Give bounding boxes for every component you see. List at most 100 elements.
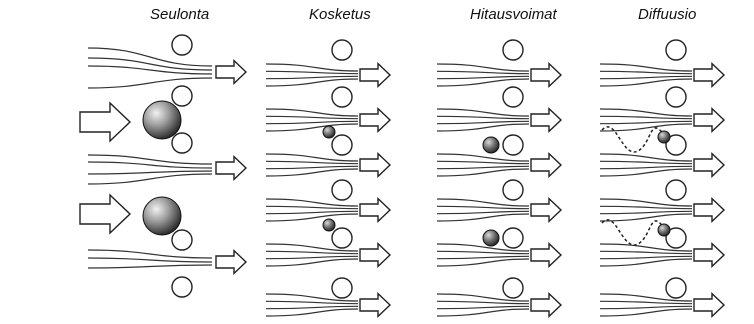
streamline (600, 206, 692, 208)
streamline (266, 79, 358, 86)
streamline (88, 258, 212, 262)
streamline (437, 206, 529, 208)
streamline (437, 64, 529, 71)
fiber-circle (666, 180, 686, 200)
fiber-circle (503, 228, 523, 248)
streamline (266, 211, 358, 213)
flow-arrow (531, 244, 561, 267)
flow-arrow (694, 154, 724, 177)
streamline (600, 301, 692, 303)
streamline (437, 166, 529, 168)
large-particle (143, 197, 181, 235)
streamline (437, 256, 529, 258)
streamline (600, 79, 692, 86)
particle (323, 126, 335, 138)
streamline (266, 259, 358, 266)
streamline (437, 259, 529, 266)
streamline (266, 121, 358, 123)
particle (323, 219, 335, 231)
fiber-circle (666, 278, 686, 298)
streamline (437, 76, 529, 78)
streamline (437, 169, 529, 176)
streamline (600, 71, 692, 73)
particle (483, 137, 499, 153)
streamline (88, 250, 212, 258)
streamline (600, 309, 692, 316)
fiber-circle (332, 180, 352, 200)
flow-arrow (216, 157, 246, 180)
streamline (266, 251, 358, 253)
flow-arrow (531, 64, 561, 87)
streamline (266, 301, 358, 303)
streamline (437, 71, 529, 73)
streamline (266, 161, 358, 163)
fiber-circle (172, 86, 192, 106)
streamline (437, 124, 529, 131)
streamline (88, 265, 212, 268)
flow-arrow (216, 251, 246, 274)
flow-arrow (531, 154, 561, 177)
streamline (266, 116, 358, 118)
diffusion-path (602, 220, 664, 245)
streamline (266, 71, 358, 73)
streamline (600, 211, 692, 213)
streamline (266, 64, 358, 71)
streamline (600, 259, 692, 266)
flow-arrow (531, 294, 561, 317)
streamline (266, 309, 358, 316)
streamline (600, 251, 692, 253)
streamline (600, 256, 692, 258)
flow-arrow (360, 199, 390, 222)
fiber-circle (172, 35, 192, 55)
streamline (88, 174, 212, 184)
streamline (266, 166, 358, 168)
large-particle-arrow (80, 103, 130, 141)
streamline (266, 214, 358, 221)
streamline (600, 109, 692, 116)
streamline (437, 161, 529, 163)
streamline (437, 214, 529, 221)
particle (658, 131, 670, 143)
flow-arrow (694, 244, 724, 267)
streamline (266, 124, 358, 131)
streamline (437, 301, 529, 303)
streamline (600, 161, 692, 163)
fiber-circle (503, 180, 523, 200)
fiber-circle (503, 278, 523, 298)
streamline (600, 166, 692, 168)
fiber-circle (503, 40, 523, 60)
flow-arrow (531, 109, 561, 132)
streamline (88, 78, 212, 88)
fiber-circle (503, 135, 523, 155)
fiber-circle (332, 228, 352, 248)
large-particle-arrow (80, 195, 130, 233)
particle (483, 230, 499, 246)
streamline (437, 116, 529, 118)
flow-arrow (531, 199, 561, 222)
streamline (600, 64, 692, 71)
flow-arrow (694, 294, 724, 317)
fiber-circle (503, 87, 523, 107)
streamline (437, 109, 529, 116)
streamline (266, 76, 358, 78)
streamline (600, 121, 692, 123)
flow-arrow (694, 64, 724, 87)
streamline (600, 169, 692, 176)
streamline (600, 214, 692, 221)
streamline (266, 256, 358, 258)
flow-arrow (360, 64, 390, 87)
streamline (437, 306, 529, 308)
streamline (437, 211, 529, 213)
fiber-circle (172, 230, 192, 250)
particle (658, 224, 670, 236)
fiber-circle (666, 87, 686, 107)
flow-arrow (360, 109, 390, 132)
streamline (600, 306, 692, 308)
large-particle (143, 101, 181, 139)
fiber-circle (332, 278, 352, 298)
fiber-circle (332, 40, 352, 60)
streamline (437, 121, 529, 123)
streamline (88, 48, 212, 66)
streamline (88, 162, 212, 168)
streamline (88, 58, 212, 70)
